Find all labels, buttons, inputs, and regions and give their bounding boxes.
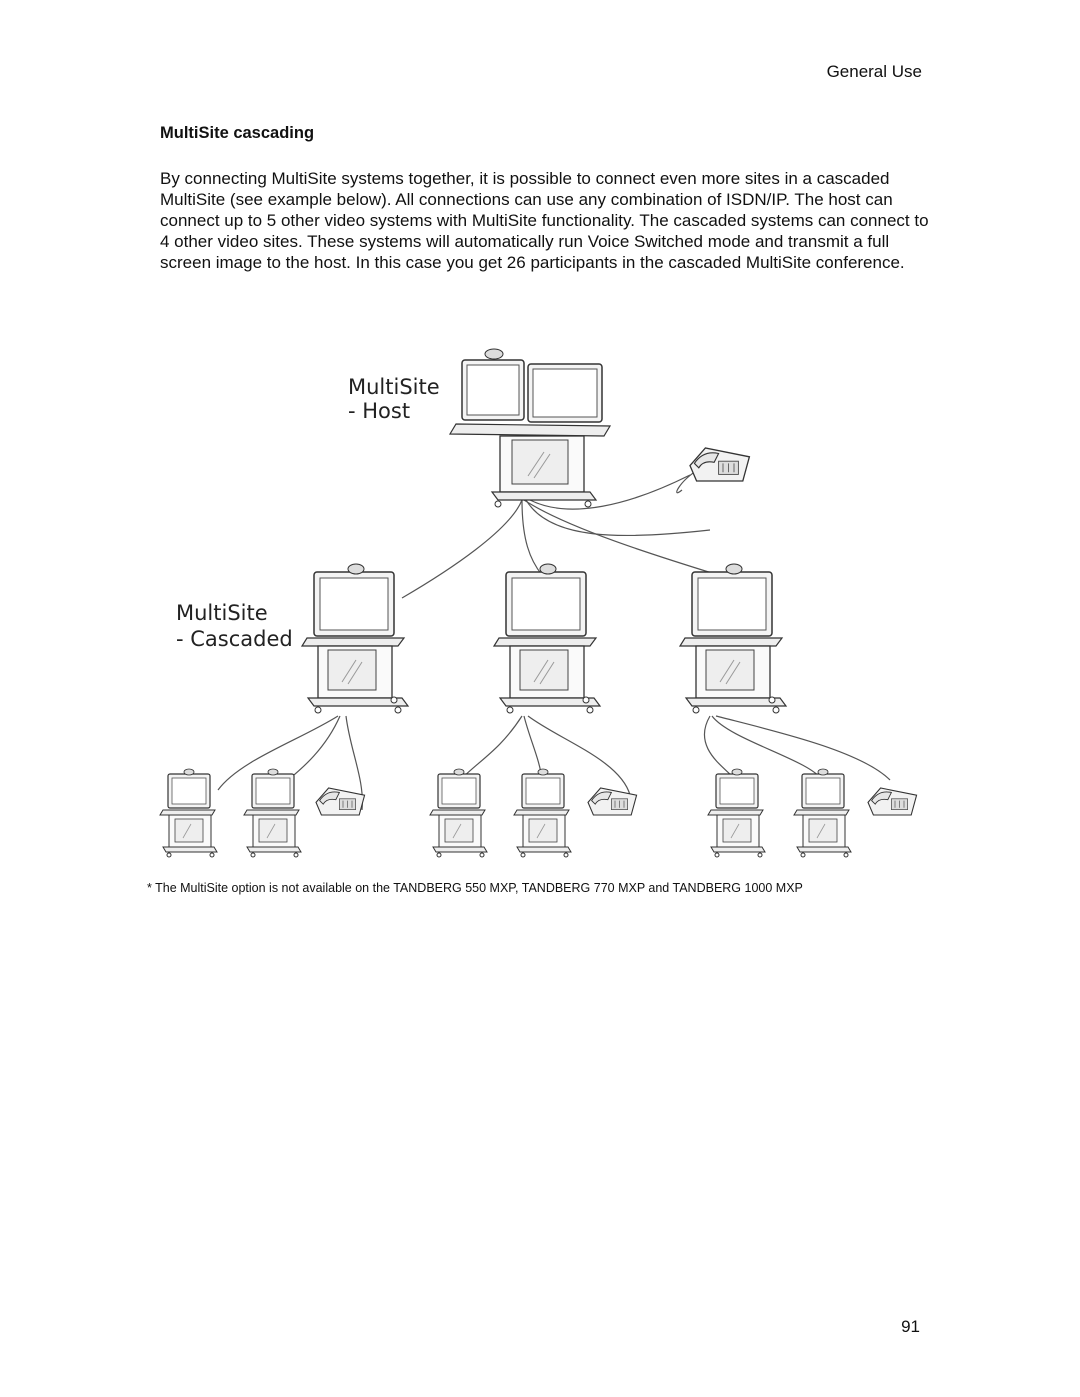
cascaded-label-line2: - Cascaded bbox=[176, 627, 293, 651]
host-label-line1: MultiSite bbox=[348, 375, 440, 399]
running-header: General Use bbox=[826, 62, 922, 81]
cascaded-label-line1: MultiSite bbox=[176, 601, 268, 625]
host-label-line2: - Host bbox=[348, 399, 410, 423]
body-paragraph: By connecting MultiSite systems together… bbox=[160, 169, 929, 272]
section-title: MultiSite cascading bbox=[160, 124, 315, 142]
host-system bbox=[448, 348, 612, 508]
footnote: * The MultiSite option is not available … bbox=[147, 881, 803, 895]
multisite-cascade-diagram: MultiSite - Host MultiSite - Cascaded bbox=[150, 340, 930, 870]
page-number: 91 bbox=[901, 1317, 920, 1336]
